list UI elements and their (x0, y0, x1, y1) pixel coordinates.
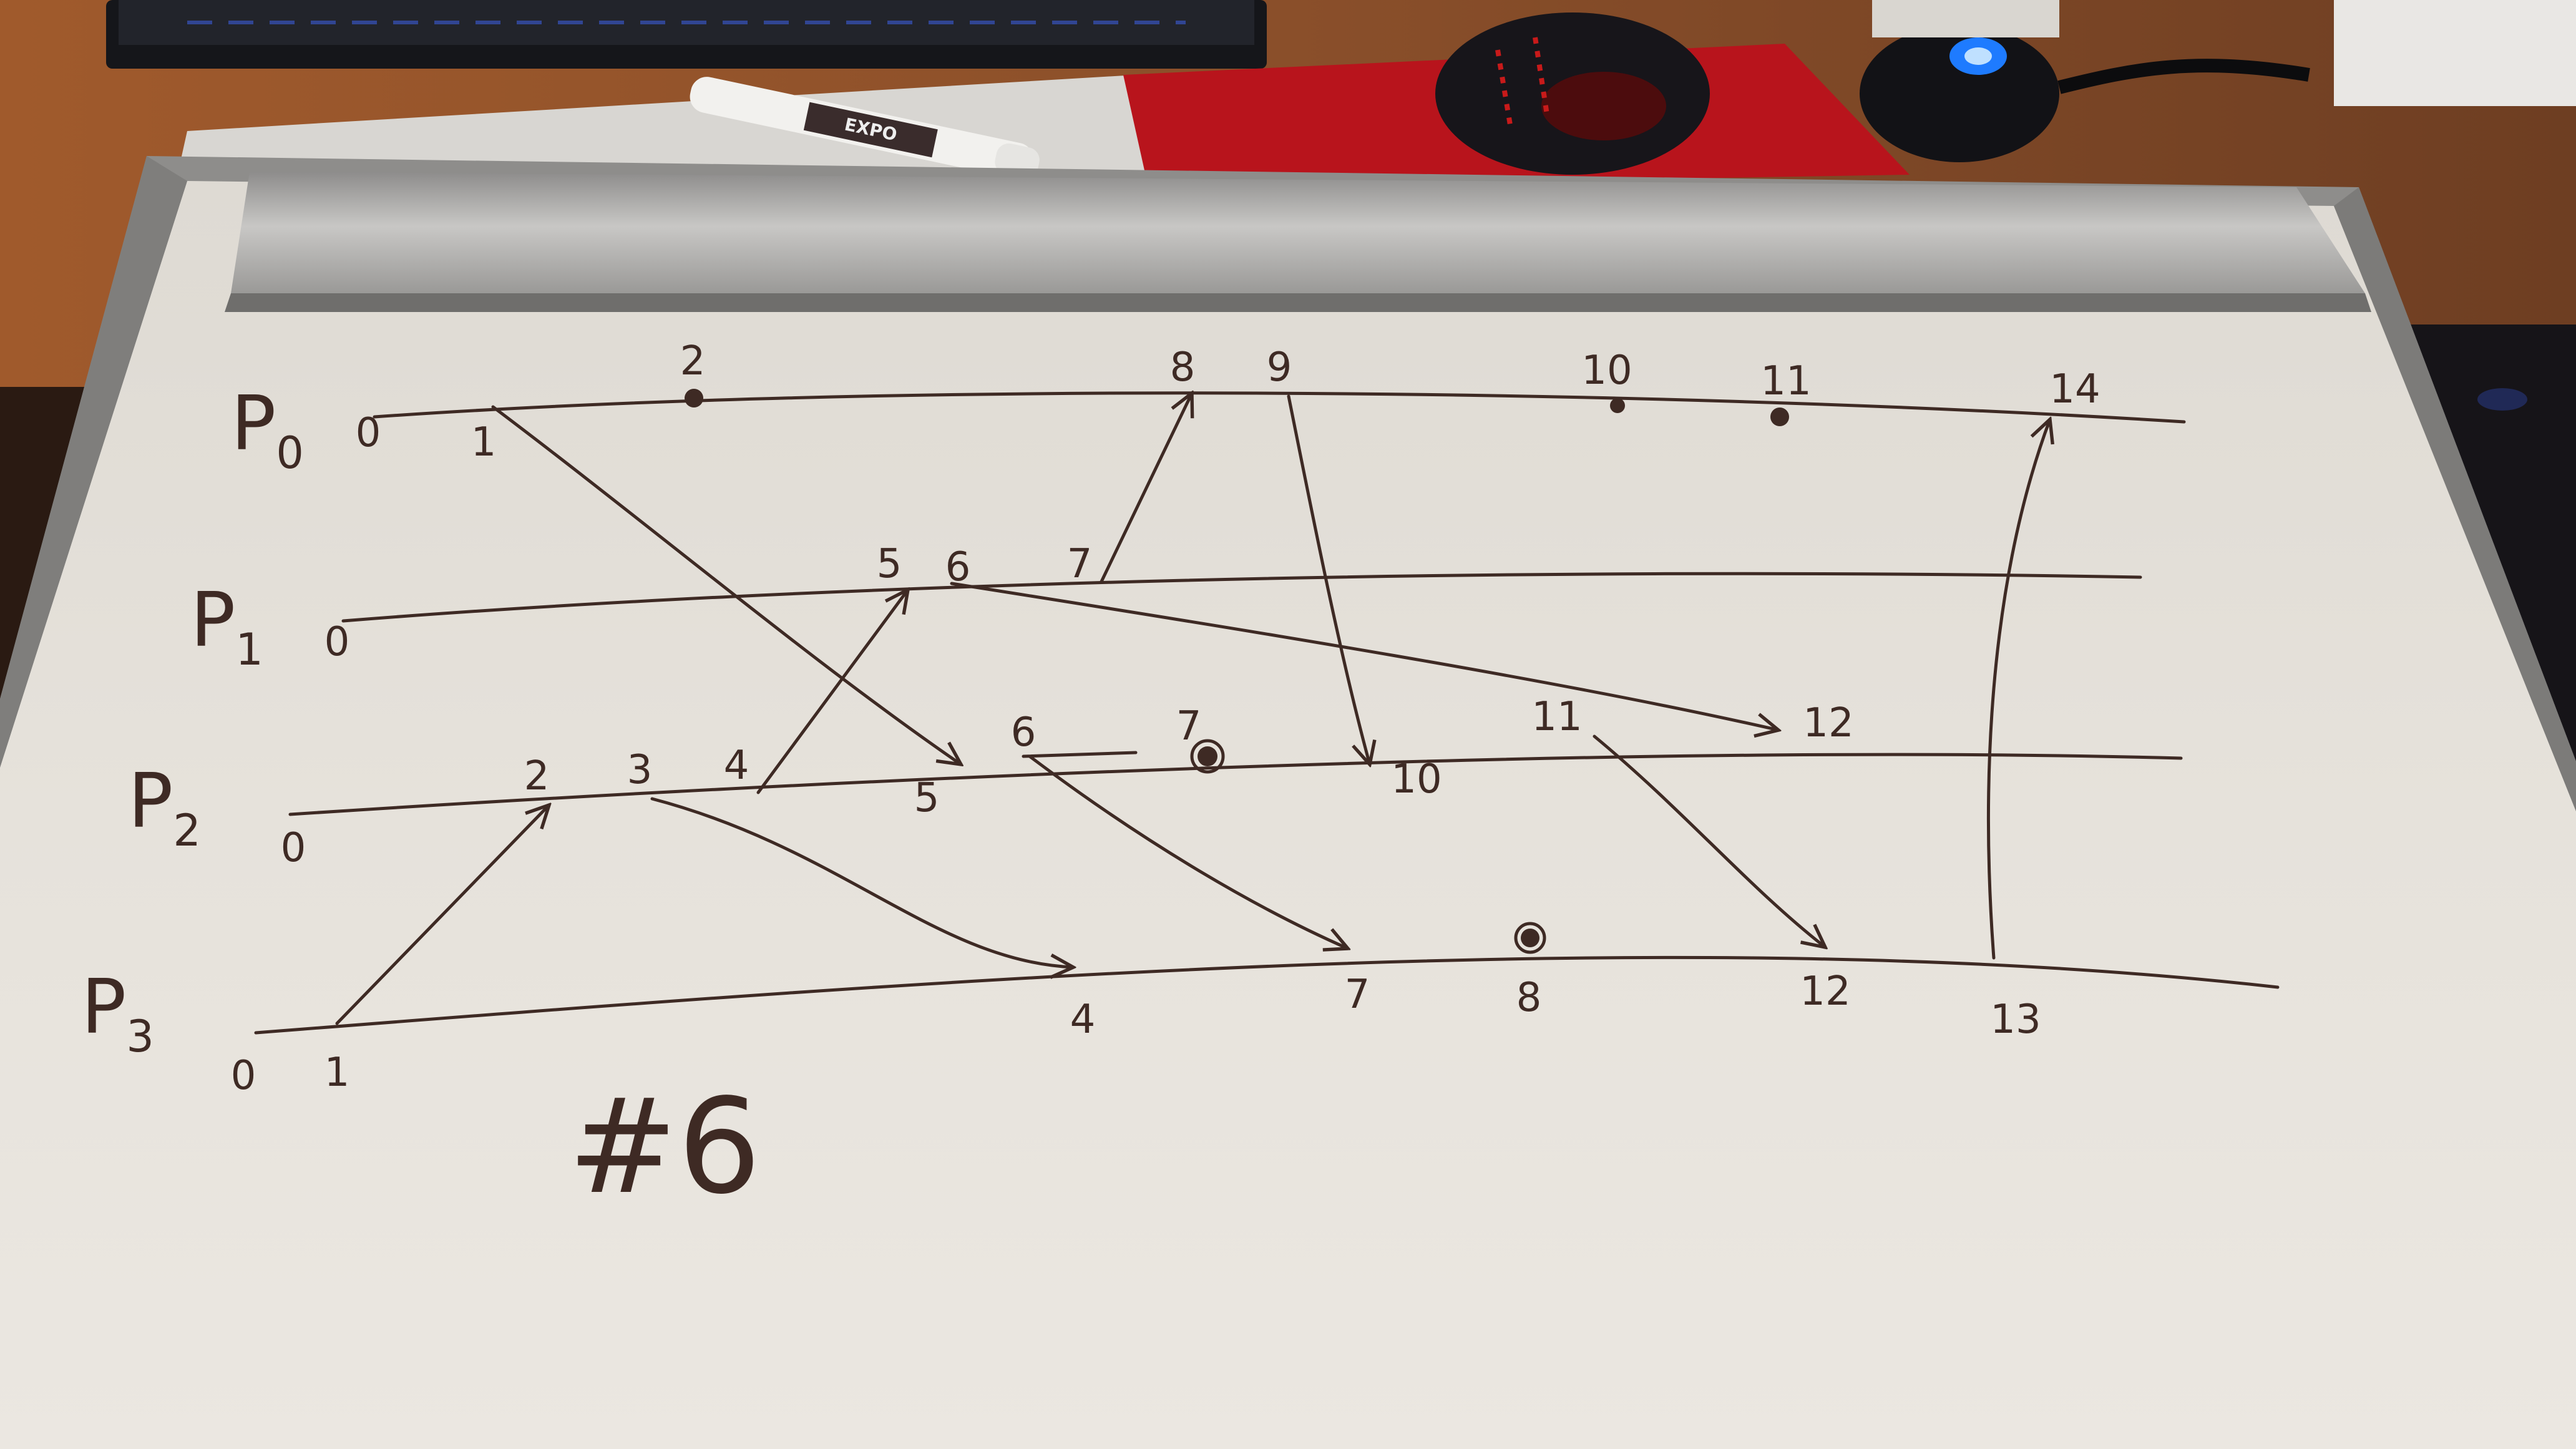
white-box (2334, 0, 2576, 106)
event-label: 8 (1170, 344, 1196, 391)
message-arrow (1028, 754, 1348, 949)
timeline-p1 (341, 572, 2142, 623)
event-label: 12 (1800, 968, 1850, 1015)
event-label: 1 (471, 419, 497, 466)
event-label: 6 (945, 544, 971, 590)
event-label: 6 (1011, 710, 1037, 756)
event-label: 1 (324, 1050, 350, 1096)
event-label: 10 (1581, 348, 1632, 394)
event-label: 4 (1070, 997, 1096, 1043)
event-label: 0 (356, 410, 381, 456)
event-label: 8 (1516, 975, 1542, 1021)
event-label: 7 (1067, 541, 1093, 587)
event-dot (1198, 746, 1217, 766)
message-arrow (335, 805, 549, 1025)
message-arrow (1100, 393, 1192, 583)
speaker-device (1860, 25, 2059, 162)
paper-sheet (175, 75, 1148, 187)
event-label: 7 (1176, 703, 1202, 749)
event-dot (685, 389, 703, 407)
process-label-p0: P0 (231, 381, 304, 479)
event-label: 9 (1267, 344, 1292, 391)
event-label: 10 (1391, 756, 1442, 803)
message-arrow (756, 590, 908, 794)
message-arrow (1287, 394, 1370, 764)
timeline-p3 (254, 955, 2280, 1035)
process-diagram (254, 389, 2280, 1035)
message-arrow (650, 797, 1073, 967)
event-dot (1770, 407, 1789, 426)
paper-stack (1872, 0, 2059, 37)
whiteboard (0, 156, 2576, 1449)
event-label: 12 (1803, 700, 1853, 746)
event-label: 4 (724, 743, 749, 789)
event-label: 7 (1345, 972, 1370, 1018)
event-label: 2 (524, 753, 550, 799)
marker: EXPO (690, 77, 1040, 179)
event-label: 11 (1531, 694, 1582, 740)
message-arrow (1986, 419, 2050, 960)
event-label: 14 (2049, 366, 2100, 412)
event-label: 11 (1760, 358, 1811, 404)
process-label-p1: P1 (190, 577, 263, 675)
event-label: 5 (914, 775, 940, 821)
event-numbers: 0 1 2 8 9 10 11 14 0 5 6 7 0 2 3 4 5 6 7… (231, 338, 2100, 1099)
mouse (1435, 12, 1710, 175)
event-label: 0 (324, 619, 350, 665)
caption: #6 (568, 1070, 761, 1223)
cable (2057, 59, 2310, 94)
event-dot (1521, 929, 1539, 947)
event-label: 2 (680, 338, 706, 384)
event-label: 5 (877, 541, 902, 587)
timeline-p0 (373, 391, 2186, 424)
message-arrow (1593, 734, 1825, 947)
event-label: 3 (627, 747, 653, 793)
message-arrow (950, 582, 1778, 730)
process-labels: P0 P1 P2 P3 (81, 381, 304, 1062)
message-arrow (491, 405, 961, 764)
marker-tray (231, 172, 2365, 293)
process-label-p2: P2 (128, 758, 201, 856)
keyboard (106, 0, 1267, 69)
event-dot (1610, 398, 1625, 413)
event-label: 13 (1990, 997, 2041, 1043)
event-label: 0 (281, 825, 306, 871)
timeline-p2 (288, 753, 2183, 816)
process-label-p3: P3 (81, 964, 154, 1062)
event-label: 0 (231, 1053, 256, 1099)
